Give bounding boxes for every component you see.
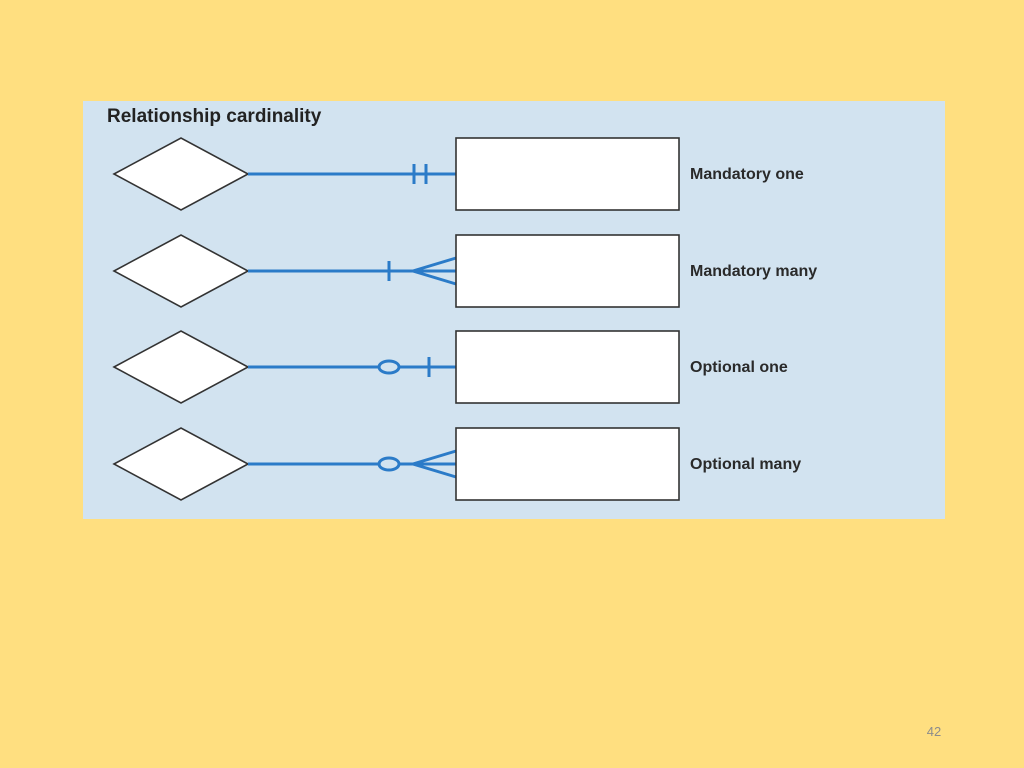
cardinality-figure: Relationship cardinality bbox=[83, 101, 945, 519]
relationship-diamond bbox=[112, 330, 250, 404]
entity-box bbox=[455, 137, 680, 211]
entity-box bbox=[455, 427, 680, 501]
row-optional-one bbox=[112, 330, 680, 404]
figure-title: Relationship cardinality bbox=[107, 106, 322, 127]
cardinality-diagram bbox=[112, 137, 680, 501]
crows-foot bbox=[407, 449, 457, 479]
label-mandatory-one: Mandatory one bbox=[690, 166, 804, 183]
optional-circle bbox=[377, 359, 401, 375]
relationship-diamond bbox=[112, 234, 250, 308]
label-optional-many: Optional many bbox=[690, 456, 802, 473]
row-mandatory-one bbox=[112, 137, 680, 211]
entity-box bbox=[455, 330, 680, 404]
crows-foot bbox=[407, 256, 457, 286]
entity-box bbox=[455, 234, 680, 308]
label-optional-one: Optional one bbox=[690, 359, 788, 376]
row-optional-many bbox=[112, 427, 680, 501]
row-mandatory-many bbox=[112, 234, 680, 308]
relationship-diamond bbox=[112, 427, 250, 501]
label-mandatory-many: Mandatory many bbox=[690, 263, 818, 280]
relationship-diamond bbox=[112, 137, 250, 211]
slide-page-number: 42 bbox=[926, 724, 942, 739]
optional-circle bbox=[377, 456, 401, 472]
